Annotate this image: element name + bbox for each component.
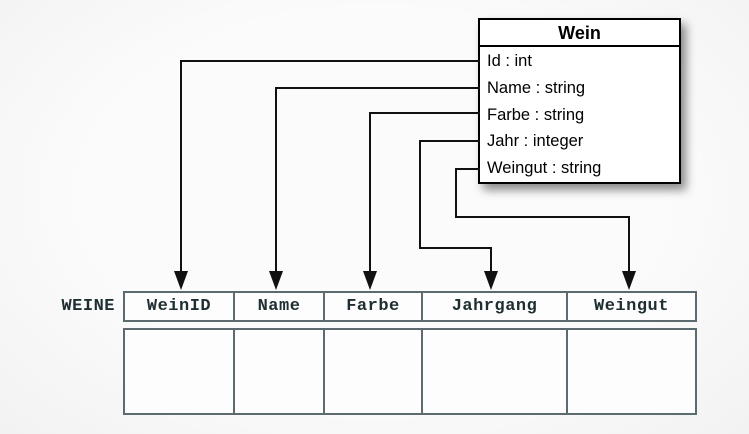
arrowhead-weingut-icon	[622, 271, 636, 290]
connector-line-jahr-to-jahrgang	[419, 140, 492, 272]
arrowhead-farbe-icon	[363, 271, 377, 290]
table-body-cell	[568, 330, 695, 413]
table-header-cell-weinid: WeinID	[125, 293, 235, 320]
table-body-cell	[423, 330, 568, 413]
uml-class-box-wein: Wein Id : int Name : string Farbe : stri…	[478, 18, 681, 184]
table-header-cell-weingut: Weingut	[594, 297, 669, 316]
class-attribute-jahr: Jahr : integer	[487, 132, 584, 151]
connector-line-id-to-weinid	[180, 60, 480, 272]
connector-line-name-to-name	[275, 87, 480, 272]
table-header-cell-jahrgang: Jahrgang	[423, 293, 568, 320]
arrowhead-weinid-icon	[174, 271, 188, 290]
table-header-cell-name: Name	[235, 293, 325, 320]
arrowhead-jahrgang-icon	[484, 271, 498, 290]
connector-line-farbe-to-farbe	[369, 112, 480, 272]
table-body-cell	[325, 330, 423, 413]
class-attribute-farbe: Farbe : string	[487, 105, 585, 124]
class-title: Wein	[480, 20, 679, 47]
class-attribute-weingut: Weingut : string	[487, 159, 602, 178]
table-body-cell	[235, 330, 325, 413]
class-attribute-name: Name : string	[487, 78, 586, 97]
connector-line-weingut-to-weingut	[455, 168, 630, 272]
table-name-label: WEINE	[61, 297, 115, 316]
table-body-row	[123, 328, 697, 415]
class-attribute-list: Id : int Name : string Farbe : string Ja…	[480, 47, 679, 182]
arrowhead-name-icon	[269, 271, 283, 290]
table-header-row: WeinID Name Farbe Jahrgang Weingut	[123, 291, 697, 322]
table-header-cell-farbe: Farbe	[325, 293, 423, 320]
table-body-cell	[125, 330, 235, 413]
class-attribute-id: Id : int	[487, 52, 532, 70]
